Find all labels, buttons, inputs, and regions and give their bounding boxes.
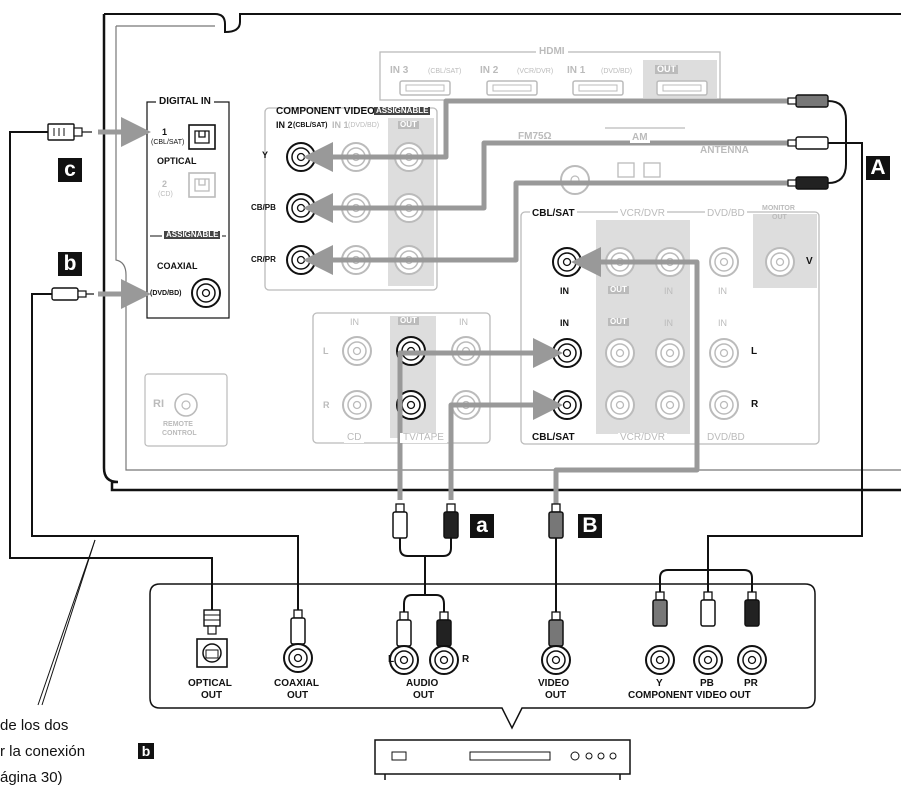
hdmi-title: HDMI	[536, 47, 568, 57]
audio-vcr-out: OUT	[608, 317, 629, 326]
player-audio-l: L	[388, 654, 395, 665]
component-cb-label: CB/PB	[251, 203, 276, 212]
component-in1-sub: (DVD/BD)	[348, 122, 380, 129]
player-video-out: OUT	[545, 690, 567, 701]
video-vcr-in: IN	[664, 286, 673, 296]
component-out: OUT	[398, 120, 419, 129]
hdmi-in3-sub: (CBL/SAT)	[428, 68, 462, 75]
component-y-label: Y	[262, 150, 269, 160]
video-vcrdvr-top: VCR/DVR	[618, 208, 668, 219]
player-coaxial: COAXIAL	[274, 678, 319, 689]
video-dvdbd-bottom: DVD/BD	[705, 432, 747, 443]
antenna-am: AM	[630, 132, 650, 143]
optical-1-num: 1	[162, 127, 168, 137]
player-optical: OPTICAL	[188, 678, 232, 689]
coaxial-sub: (DVD/BD)	[150, 290, 182, 297]
coax-plug-top	[51, 287, 94, 301]
note-line-1: de los dos	[0, 717, 69, 734]
component-in2-sub: (CBL/SAT)	[293, 122, 328, 129]
cd-r: R	[323, 400, 330, 410]
component-cr-label: CR/PR	[251, 255, 276, 264]
monitor-out: OUT	[772, 214, 787, 221]
badge-A: A	[866, 156, 890, 180]
player-audio-out: OUT	[413, 690, 435, 701]
hdmi-in1-sub: (DVD/BD)	[601, 68, 633, 75]
video-cblsat-top: CBL/SAT	[530, 208, 577, 219]
component-plug-pb	[787, 136, 829, 150]
audio-dvd-in: IN	[718, 318, 727, 328]
audio-l-right: L	[751, 346, 758, 357]
cd-label: CD	[344, 433, 365, 443]
component-plug-y	[787, 94, 829, 108]
monitor-v: V	[806, 256, 813, 267]
player-device-icon	[374, 739, 631, 780]
video-dvd-in: IN	[718, 286, 727, 296]
digital-assignable: ASSIGNABLE	[164, 230, 221, 239]
optical-plug-top	[47, 123, 92, 141]
component-plug-pr	[787, 176, 829, 190]
hdmi-in3: IN 3	[390, 65, 409, 76]
player-component-label: COMPONENT VIDEO OUT	[628, 690, 751, 701]
video-dvdbd-top: DVD/BD	[705, 208, 747, 219]
ri-label: RI	[153, 398, 164, 410]
player-coaxial-out: OUT	[287, 690, 309, 701]
audio-r-right: R	[751, 399, 759, 410]
player-audio-r: R	[462, 654, 470, 665]
audio-vcr-in: IN	[664, 318, 673, 328]
video-cblsat-in: IN	[560, 286, 569, 296]
badge-c: c	[58, 158, 82, 182]
video-cblsat-bottom: CBL/SAT	[530, 432, 577, 443]
component-in2: IN 2	[276, 120, 293, 130]
badge-a: a	[470, 514, 494, 538]
player-pr: PR	[744, 678, 758, 689]
coaxial-label: COAXIAL	[157, 261, 198, 271]
remote-label-2: CONTROL	[162, 430, 197, 437]
hdmi-in2: IN 2	[480, 65, 499, 76]
component-title: COMPONENT VIDEO	[276, 106, 375, 117]
hdmi-out: OUT	[655, 64, 678, 74]
antenna-label: ANTENNA	[700, 145, 749, 156]
tv-out: OUT	[398, 316, 419, 325]
optical-2-sub: (CD)	[158, 191, 173, 198]
remote-label-1: REMOTE	[163, 421, 193, 428]
tv-in: IN	[459, 317, 468, 327]
component-assignable: ASSIGNABLE	[374, 106, 431, 115]
badge-B: B	[578, 514, 602, 538]
tv-tape-label: TV/TAPE	[400, 433, 447, 443]
player-video: VIDEO	[538, 678, 570, 689]
badge-b: b	[58, 252, 82, 276]
optical-label: OPTICAL	[157, 156, 197, 166]
monitor-label: MONITOR	[762, 205, 795, 212]
note-badge-b: b	[138, 743, 154, 759]
audio-cblsat-in: IN	[560, 318, 569, 328]
player-optical-out: OUT	[201, 690, 223, 701]
optical-2-num: 2	[162, 179, 168, 189]
hdmi-in2-sub: (VCR/DVR)	[517, 68, 554, 75]
hdmi-in1: IN 1	[567, 65, 586, 76]
player-y: Y	[656, 678, 663, 689]
player-audio: AUDIO	[406, 678, 439, 689]
component-in1: IN 1	[332, 120, 349, 130]
player-pb: PB	[700, 678, 714, 689]
antenna-fm: FM75Ω	[518, 131, 552, 142]
note-line-2: r la conexión	[0, 743, 86, 760]
cd-l: L	[323, 346, 329, 356]
optical-1-sub: (CBL/SAT)	[151, 139, 185, 146]
digital-in-title: DIGITAL IN	[156, 97, 214, 107]
note-line-3: ágina 30)	[0, 769, 63, 786]
cd-in: IN	[350, 317, 359, 327]
video-vcr-out: OUT	[608, 285, 629, 294]
video-vcrdvr-bottom: VCR/DVR	[618, 432, 668, 443]
